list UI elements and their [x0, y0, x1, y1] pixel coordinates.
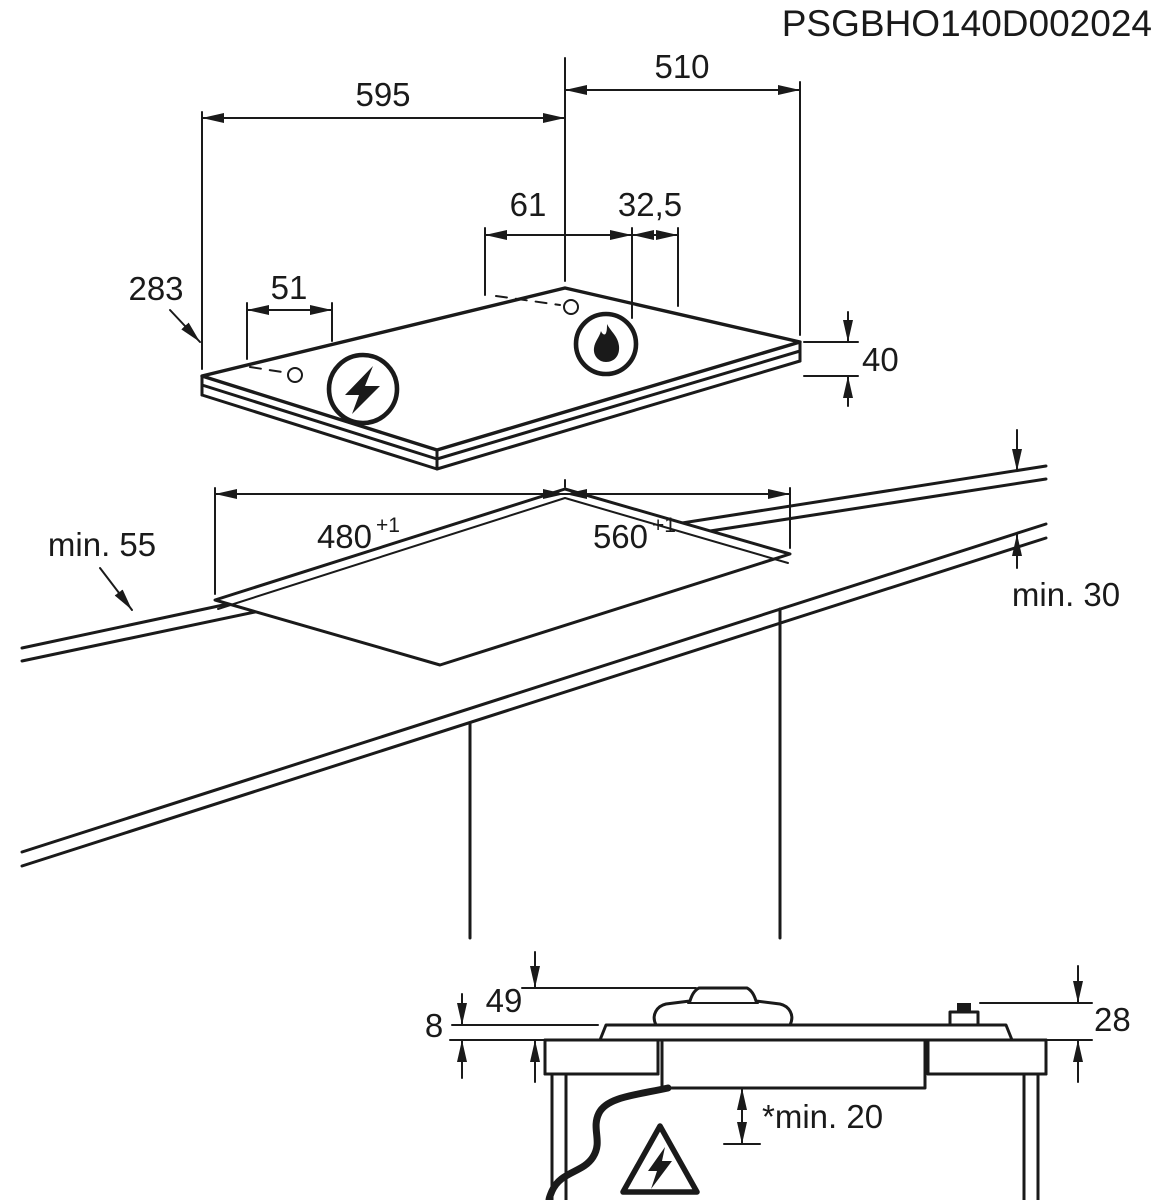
flame-icon — [593, 324, 620, 362]
min-worktop-thickness-label: min. 30 — [1012, 576, 1120, 613]
worktop-top-edge2-left — [20, 610, 257, 663]
dim-cutout-width-label: 560 — [593, 518, 648, 555]
dim-burner-height-label: 49 — [486, 982, 523, 1019]
worktop-bottom-edge-1 — [20, 522, 1048, 854]
gas-burner — [573, 311, 639, 377]
hob-top-view: 595 510 61 32,5 283 51 40 — [128, 48, 899, 471]
dim-ignition-to-burner-label: 61 — [510, 186, 547, 223]
section-view: 8 49 28 *min. 20 — [425, 951, 1131, 1200]
fixing-screw-head — [957, 1003, 971, 1012]
burner-profile — [652, 986, 794, 1027]
dashed-link-left-ignition — [249, 366, 283, 373]
min-front-clearance-label: min. 55 — [48, 526, 156, 563]
electric-ignition-burner — [326, 352, 400, 426]
dim-left-zone-offset-label: 283 — [128, 270, 183, 307]
worktop-view: 480 +1 560 +1 min. 55 min. 30 — [20, 429, 1120, 940]
dim-cutout-depth-tolerance: +1 — [376, 514, 400, 537]
left-ignition-electrode — [287, 367, 303, 383]
glass-profile — [598, 1023, 1014, 1042]
dim-cutout-depth-label: 480 — [317, 518, 372, 555]
dim-glass-height-label: 8 — [425, 1007, 443, 1044]
dim-cutout-width-tolerance: +1 — [652, 514, 676, 537]
dim-burner-to-edge-label: 32,5 — [618, 186, 682, 223]
drawing-code: PSGBHO140D002024 — [782, 3, 1152, 44]
right-ignition-electrode — [563, 299, 579, 315]
gas-hose — [545, 1084, 672, 1200]
dim-hob-height-label: 40 — [862, 341, 899, 378]
dashed-link-right-ignition — [495, 295, 561, 306]
worktop-bottom-edge-2 — [20, 536, 1048, 868]
min-bottom-clearance-label: *min. 20 — [762, 1098, 883, 1135]
leader-min-55 — [99, 567, 133, 611]
dim-edge-height-label: 28 — [1094, 1001, 1131, 1038]
worktop-top-edge-left — [20, 602, 230, 650]
leader-283 — [169, 309, 201, 343]
burner-box — [660, 1038, 927, 1090]
worktop-top-edge-right — [680, 464, 1048, 525]
lightning-bolt-icon — [345, 366, 380, 414]
fixing-clamp — [948, 1010, 980, 1027]
warning-lightning-icon — [648, 1147, 672, 1189]
dim-hob-width-label: 595 — [355, 76, 410, 113]
worktop-top-edge2-right — [708, 477, 1048, 533]
electric-warning — [620, 1123, 700, 1195]
dim-hob-depth-label: 510 — [654, 48, 709, 85]
worktop-cutout — [213, 487, 792, 667]
dim-ignition-offset-label: 51 — [271, 269, 308, 306]
